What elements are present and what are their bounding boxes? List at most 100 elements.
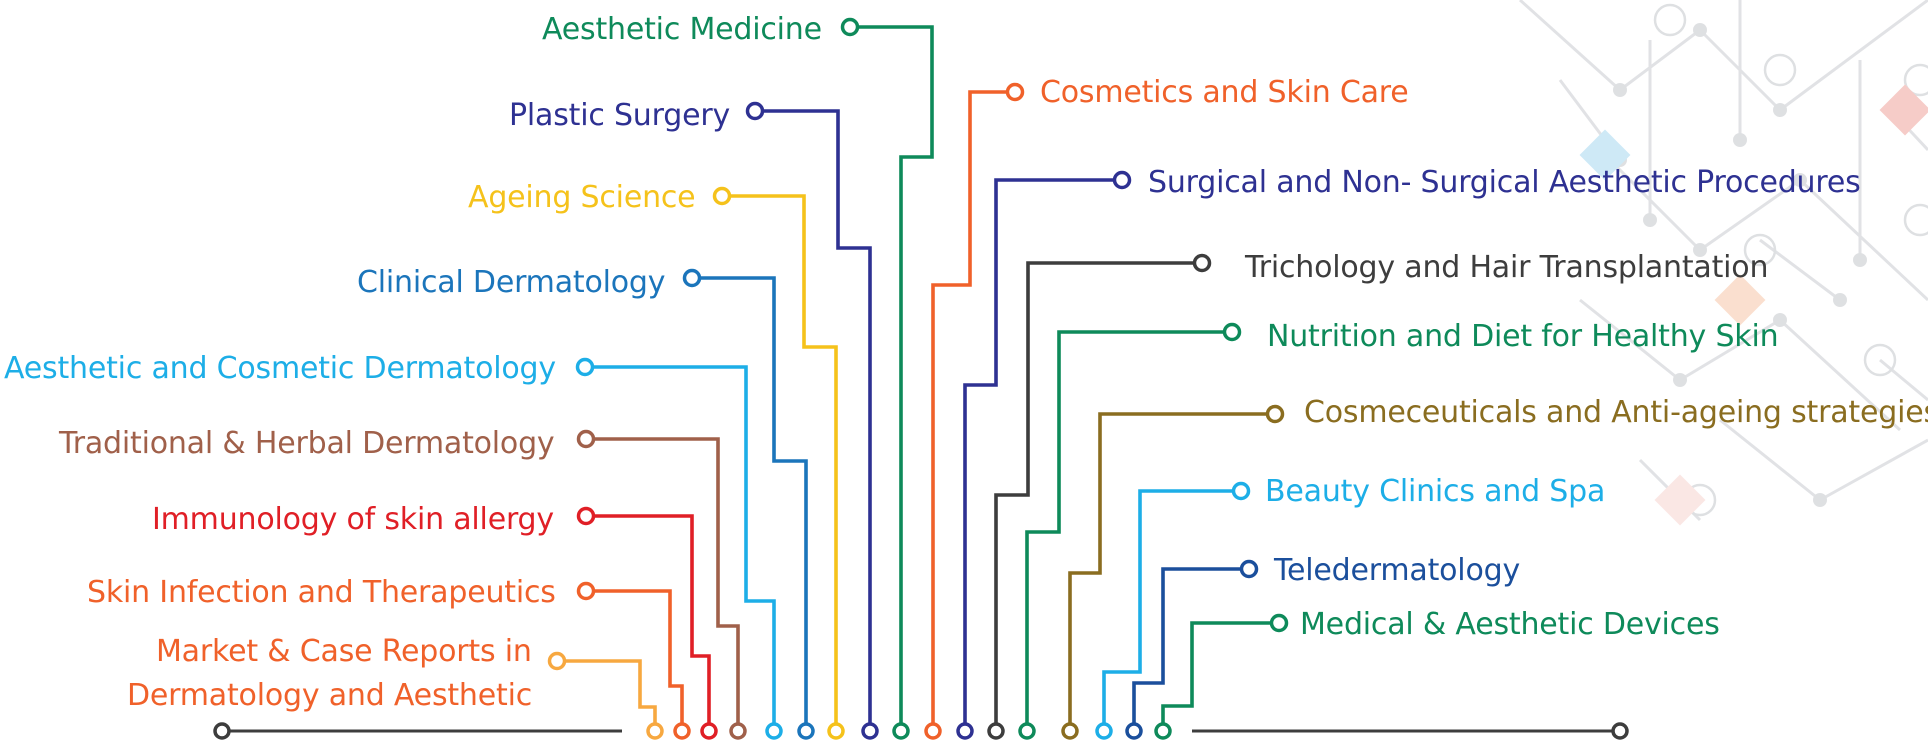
topic-label-nutrition: Nutrition and Diet for Healthy Skin <box>1267 318 1779 354</box>
circle-node-icon <box>576 581 596 601</box>
circle-node-icon <box>1154 722 1172 740</box>
circuit-diamond <box>1579 129 1631 181</box>
wire-traditional-herbal <box>586 437 740 731</box>
circuit-ring <box>1653 3 1687 37</box>
topic-label-clinical-dermatology: Clinical Dermatology <box>357 264 666 300</box>
wire-plastic-surgery <box>755 109 872 731</box>
circuit-ring <box>1743 233 1777 267</box>
circuit-dot <box>1773 103 1787 117</box>
circle-node-icon <box>1231 481 1251 501</box>
circle-node-icon <box>745 101 765 121</box>
circle-node-icon <box>700 722 718 740</box>
circle-node-icon <box>646 722 664 740</box>
circle-node-icon <box>987 722 1005 740</box>
circuit-trace <box>1518 0 1622 92</box>
circuit-diamond <box>1714 274 1766 326</box>
wire-immunology <box>586 514 711 731</box>
circuit-dot <box>1793 173 1807 187</box>
circuit-trace <box>1699 178 1801 252</box>
circuit-dot <box>1693 23 1707 37</box>
topic-label-market-case-reports-line1: Market & Case Reports in <box>156 633 532 669</box>
circle-node-icon <box>765 722 783 740</box>
circuit-dot <box>1773 313 1787 327</box>
circle-node-icon <box>956 722 974 740</box>
topic-label-market-case-reports-line2: Dermatology and Aesthetic <box>127 677 532 713</box>
circle-node-icon <box>924 722 942 740</box>
circle-node-icon <box>1611 722 1629 740</box>
circuit-diamond <box>1654 474 1706 526</box>
topic-label-beauty-clinics: Beauty Clinics and Spa <box>1265 473 1606 509</box>
circuit-trace <box>1719 418 1821 502</box>
circuit-dot <box>1813 493 1827 507</box>
wire-cosmetics-skin-care <box>931 90 1015 731</box>
wire-aesthetic-medicine <box>850 25 934 731</box>
circle-node-icon <box>1269 613 1289 633</box>
circle-node-icon <box>575 357 595 377</box>
circuit-pattern <box>1518 0 1928 526</box>
circle-node-icon <box>1192 253 1212 273</box>
circuit-ring <box>1863 343 1897 377</box>
circuit-trace <box>1679 318 1781 382</box>
circle-node-icon <box>827 722 845 740</box>
circuit-trace <box>1798 178 1928 302</box>
topic-label-trichology: Trichology and Hair Transplantation <box>1245 249 1769 285</box>
circuit-trace <box>1779 0 1928 112</box>
topic-label-plastic-surgery: Plastic Surgery <box>509 97 731 133</box>
topic-label-ageing-science: Ageing Science <box>468 179 696 215</box>
wire-beauty-clinics <box>1102 489 1241 731</box>
circle-node-icon <box>840 17 860 37</box>
circuit-dot <box>1693 243 1707 257</box>
circuit-diamond <box>1879 84 1928 136</box>
wire-cosmeceuticals <box>1068 412 1275 731</box>
circuit-trace <box>1619 28 1701 92</box>
wire-teledermatology <box>1132 567 1249 731</box>
topic-label-skin-infection: Skin Infection and Therapeutics <box>87 574 556 610</box>
topic-label-cosmetics-skin-care: Cosmetics and Skin Care <box>1040 74 1409 110</box>
circle-node-icon <box>576 429 596 449</box>
circuit-dot <box>1733 133 1747 147</box>
wire-ageing-science <box>722 194 838 731</box>
circuit-dot <box>1613 83 1627 97</box>
circuit-trace <box>1778 318 1902 432</box>
circuit-trace <box>1759 238 1841 302</box>
circle-node-icon <box>547 651 567 671</box>
circle-node-icon <box>892 722 910 740</box>
wire-market-case-reports <box>557 659 657 731</box>
circle-node-icon <box>682 268 702 288</box>
wire-nutrition <box>1025 330 1232 731</box>
circle-node-icon <box>213 722 231 740</box>
circuit-dot <box>1853 253 1867 267</box>
circuit-ring <box>1903 203 1928 237</box>
circuit-ring <box>1903 63 1928 97</box>
wire-surgical-nonsurgical <box>963 178 1122 731</box>
circuit-ring <box>1763 53 1797 87</box>
wire-medical-devices <box>1161 621 1279 731</box>
wire-aesthetic-cosmetic-dermatology <box>585 365 776 731</box>
circle-node-icon <box>1005 82 1025 102</box>
circle-node-icon <box>1239 559 1259 579</box>
circuit-trace <box>1819 438 1928 502</box>
topic-label-teledermatology: Teledermatology <box>1274 552 1520 588</box>
circuit-dot <box>1833 293 1847 307</box>
circle-node-icon <box>729 722 747 740</box>
topic-label-traditional-herbal-dermatology: Traditional & Herbal Dermatology <box>59 425 555 461</box>
topic-label-aesthetic-medicine: Aesthetic Medicine <box>542 11 822 47</box>
circle-node-icon <box>576 506 596 526</box>
circle-node-icon <box>861 722 879 740</box>
circle-node-icon <box>712 186 732 206</box>
wire-skin-infection <box>586 589 684 731</box>
circuit-trace <box>1879 358 1928 402</box>
circle-node-icon <box>1095 722 1113 740</box>
wire-trichology <box>994 261 1202 731</box>
circle-node-icon <box>1061 722 1079 740</box>
circle-node-icon <box>1125 722 1143 740</box>
topic-label-surgical-nonsurgical: Surgical and Non- Surgical Aesthetic Pro… <box>1148 164 1861 200</box>
topic-label-cosmeceuticals: Cosmeceuticals and Anti-ageing strategie… <box>1304 394 1928 430</box>
circle-node-icon <box>1265 404 1285 424</box>
circle-node-icon <box>673 722 691 740</box>
circuit-dot <box>1643 213 1657 227</box>
circle-node-icon <box>797 722 815 740</box>
